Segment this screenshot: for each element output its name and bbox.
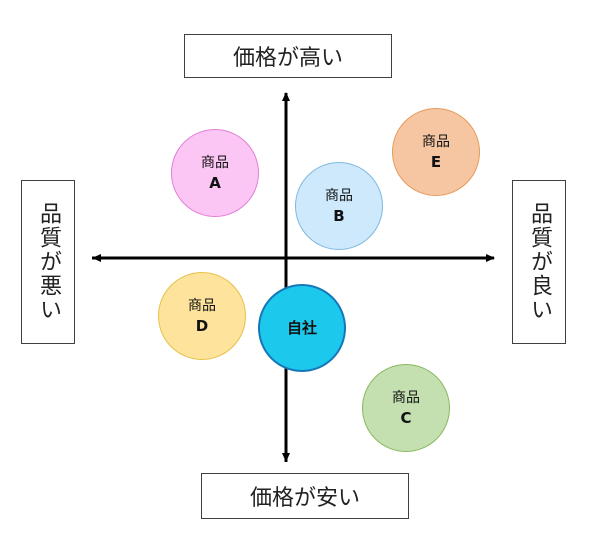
bubble-product-b-letter: B: [333, 207, 345, 225]
bubble-product-c-word: 商品: [392, 390, 420, 406]
bubble-product-a-word: 商品: [201, 155, 229, 171]
bubble-product-e-letter: E: [430, 153, 442, 171]
bubble-product-d-letter: D: [195, 317, 209, 335]
label-price-high: 価格が高い: [184, 34, 392, 78]
bubble-product-d: 商品 D: [158, 272, 246, 360]
label-quality-high: 品質が良い: [512, 180, 566, 344]
bubble-product-b-word: 商品: [325, 188, 353, 204]
label-quality-high-text: 品質が良い: [527, 202, 552, 322]
bubble-own-company: 自社: [258, 284, 346, 372]
label-quality-low-text: 品質が悪い: [36, 202, 61, 322]
label-quality-low: 品質が悪い: [21, 180, 75, 344]
bubble-own-company-label: 自社: [286, 319, 317, 337]
label-price-high-text: 価格が高い: [232, 46, 343, 71]
bubble-product-c: 商品 C: [362, 364, 450, 452]
bubble-product-d-word: 商品: [188, 298, 216, 314]
label-price-low-text: 価格が安い: [249, 486, 360, 511]
label-price-low: 価格が安い: [201, 473, 409, 519]
bubble-product-e: 商品 E: [392, 108, 480, 196]
bubble-product-a: 商品 A: [171, 129, 259, 217]
bubble-product-b: 商品 B: [295, 162, 383, 250]
bubble-product-c-letter: C: [400, 409, 412, 427]
bubble-product-e-word: 商品: [422, 134, 450, 150]
bubble-product-a-letter: A: [209, 174, 221, 192]
